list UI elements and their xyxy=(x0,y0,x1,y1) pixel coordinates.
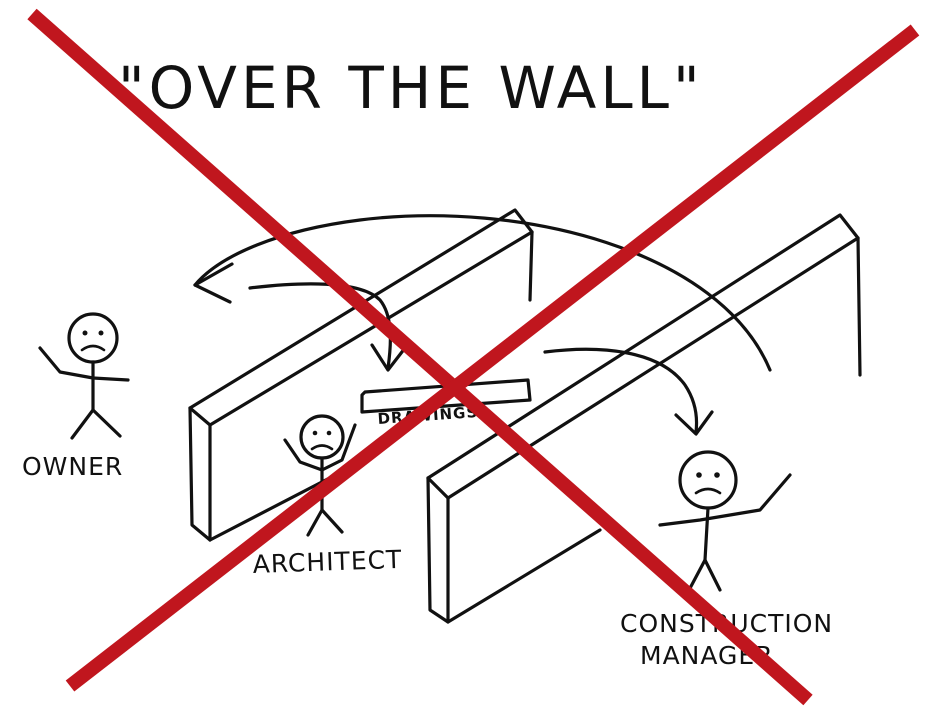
construction-manager-figure xyxy=(660,452,790,592)
owner-figure xyxy=(40,314,128,438)
owner-label: OWNER xyxy=(22,452,123,481)
diagram-title: "OVER THE WALL" xyxy=(118,54,704,122)
cross-stroke-right-to-left xyxy=(70,30,915,686)
architect-label: ARCHITECT xyxy=(252,545,403,579)
